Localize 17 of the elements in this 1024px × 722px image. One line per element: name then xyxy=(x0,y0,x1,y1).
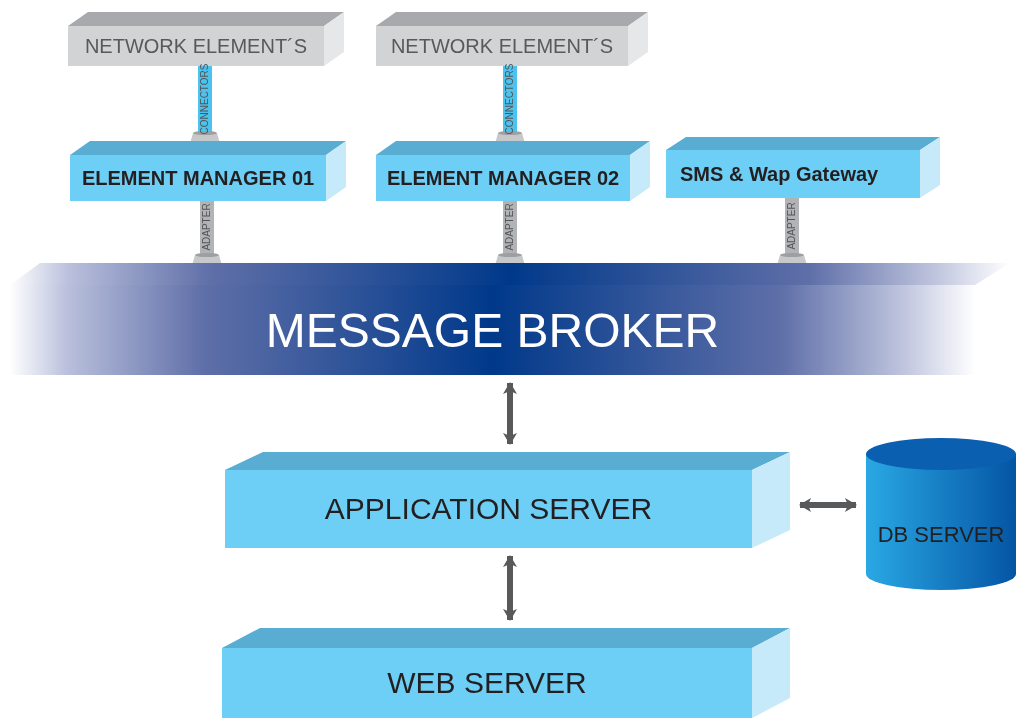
double-arrow xyxy=(503,382,517,445)
node-label: NETWORK ELEMENT´S xyxy=(390,34,614,58)
edge-label: ADAPTER xyxy=(786,201,798,250)
node-label: SMS & Wap Gateway xyxy=(679,162,879,186)
node-label: WEB SERVER xyxy=(387,666,587,700)
double-arrow xyxy=(503,555,517,621)
edge-label: CONNECTORS xyxy=(504,63,516,134)
node-label: APPLICATION SERVER xyxy=(324,492,653,526)
node-label: NETWORK ELEMENT´S xyxy=(84,34,308,58)
edge-label: CONNECTORS xyxy=(199,63,211,134)
double-arrow xyxy=(799,498,857,512)
edge-label: ADAPTER xyxy=(504,203,516,251)
node-label: ELEMENT MANAGER 02 xyxy=(386,166,620,190)
broker-title: MESSAGE BROKER xyxy=(265,302,720,358)
edge-label: ADAPTER xyxy=(201,203,213,251)
node-label: DB SERVER xyxy=(877,522,1005,548)
node-label: ELEMENT MANAGER 01 xyxy=(81,166,315,190)
